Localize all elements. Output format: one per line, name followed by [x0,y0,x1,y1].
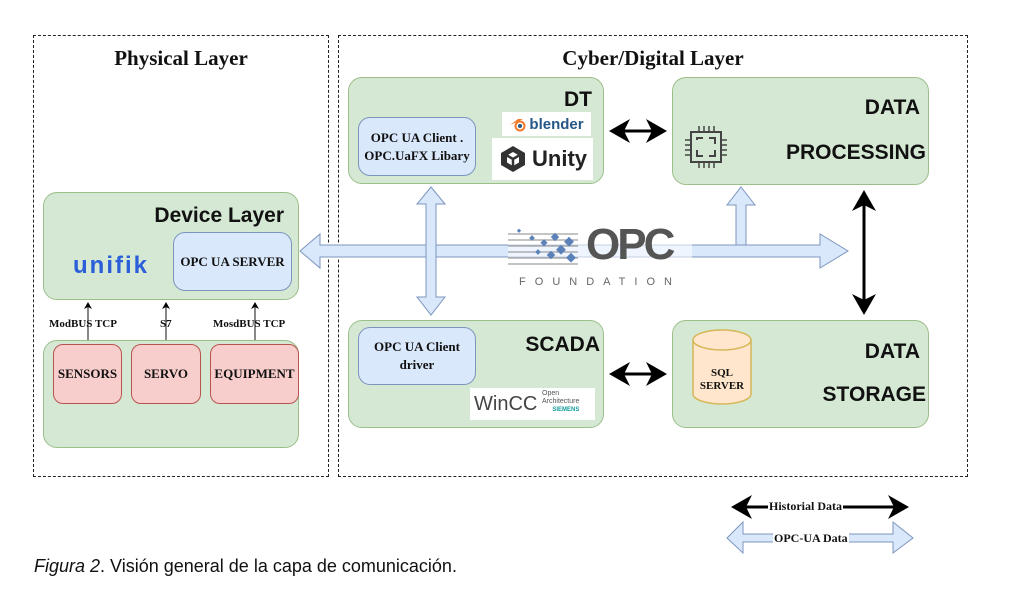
data-processing-title-1: DATA [864,96,920,119]
unity-logo: Unity [492,138,593,180]
device-sensors: SENSORS [53,344,122,404]
opc-foundation-logo: OPC FOUNDATION [508,220,692,292]
device-layer-title: Device Layer [154,204,284,227]
data-storage-title-2: STORAGE [822,383,926,406]
wincc-sub-open: Open [542,390,560,397]
cyber-layer-title: Cyber/Digital Layer [562,46,744,70]
protocol-label-mosdbus: MosdBUS TCP [213,318,286,330]
device-servo: SERVO [131,344,201,404]
unity-icon [501,146,525,172]
cpu-chip-icon [685,126,727,168]
siemens-wordmark: SIEMENS [552,407,580,413]
opc-wordmark: OPC [586,220,675,269]
scada-client-line2: driver [399,357,435,372]
scada-title: SCADA [525,333,600,356]
scada-client-line1: OPC UA Client [374,339,460,355]
blender-logo: blender [502,112,591,136]
legend-opc-ua-label: OPC-UA Data [773,531,849,546]
unity-wordmark: Unity [532,146,587,171]
data-storage-title-1: DATA [864,340,920,363]
foundation-wordmark: FOUNDATION [519,276,681,288]
sql-server-database-icon [692,329,752,405]
device-equipment: EQUIPMENT [210,344,299,404]
wincc-logo: WinCC Open Architecture SIEMENS [470,388,595,420]
protocol-connectors [84,302,259,340]
wincc-sub-architecture: Architecture [542,398,580,405]
legend-historical-label: Historial Data [768,499,843,514]
scada-opc-client-box: OPC UA Client driver [358,327,476,385]
wincc-wordmark: WinCC [474,392,538,415]
dt-title: DT [564,88,592,111]
dt-client-line2: OPC.UaFX Libary [364,147,470,163]
sql-server-label: SQL SERVER [691,367,753,393]
data-processing-title-2: PROCESSING [785,141,926,164]
bus-to-processing-arrow [725,186,757,246]
blender-icon [510,119,526,132]
dt-client-line1: OPC UA Client . [370,129,464,145]
caption-prefix: Figura 2 [34,556,101,576]
sql-line2: SERVER [699,380,745,392]
dt-opc-client-box: OPC UA Client . OPC.UaFX Libary [358,117,476,176]
caption-text: . Visión general de la capa de comunicac… [100,556,457,576]
physical-layer-title: Physical Layer [114,46,248,70]
protocol-label-modbus: ModBUS TCP [49,318,117,330]
opc-logo-particles-icon [508,228,578,265]
blender-wordmark: blender [529,115,584,133]
dt-scada-opc-arrow [415,186,447,316]
figure-caption: Figura 2. Visión general de la capa de c… [34,556,457,577]
opc-ua-server-box: OPC UA SERVER [173,232,292,291]
sql-line1: SQL [710,367,733,379]
unifik-logo: unifik [73,252,149,279]
